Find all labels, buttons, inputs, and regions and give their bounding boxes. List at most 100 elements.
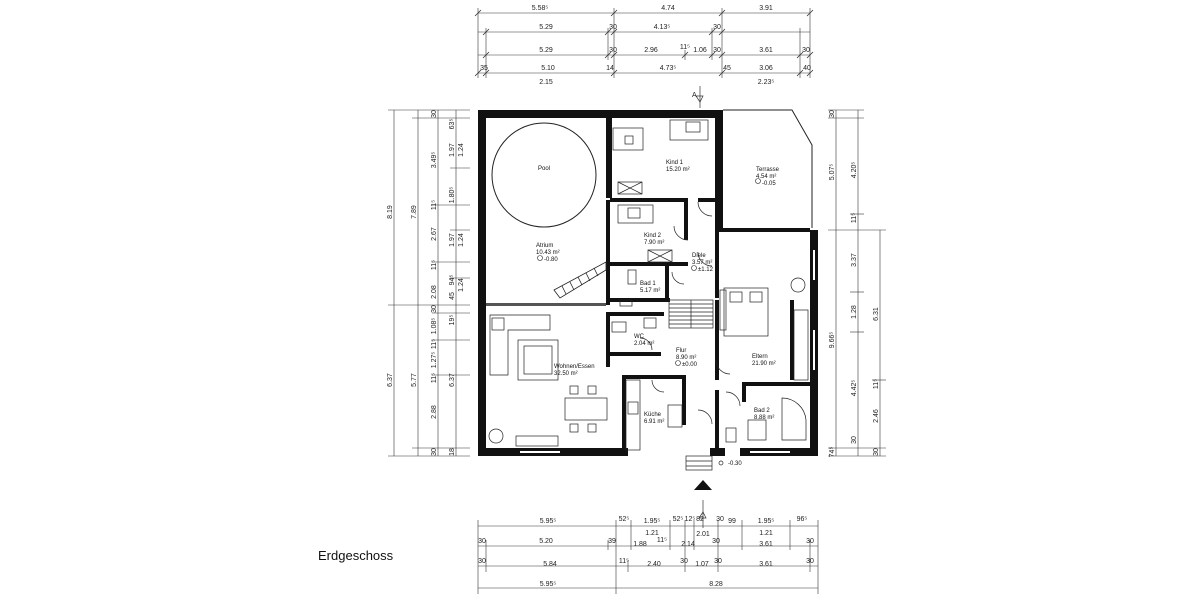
- dim-label: 40: [803, 65, 811, 72]
- dim-label: 11⁵: [619, 558, 629, 565]
- dim-label: 30: [609, 47, 617, 54]
- dim-label: 74⁵: [829, 447, 836, 458]
- dim-label: 30: [806, 558, 814, 565]
- dim-label: 3.61: [759, 541, 773, 548]
- floor-caption: Erdgeschoss: [318, 548, 394, 563]
- dim-label: 4.42⁵: [851, 380, 858, 397]
- dim-label: 30: [478, 558, 486, 565]
- dim-label: 30: [716, 516, 724, 523]
- dim-label: 5.58⁵: [532, 5, 549, 12]
- room-flur-name: Flur: [676, 348, 686, 354]
- dim-label: 2.96: [644, 47, 658, 54]
- windows: [520, 250, 815, 453]
- room-terrasse-name: Terrasse: [756, 167, 780, 173]
- dim-label: 11⁵: [431, 339, 438, 349]
- dim-label: 6.31: [873, 307, 880, 321]
- dim-label: 1.21: [645, 530, 659, 537]
- dim-label: 52⁵: [619, 516, 630, 523]
- dim-label: 3.61: [759, 561, 773, 568]
- dim-label: 8.28: [709, 581, 723, 588]
- dim-label: 1.97: [449, 143, 456, 157]
- room-terrasse-level: -0.05: [762, 181, 776, 187]
- dim-label: 30: [802, 47, 810, 54]
- terrace: [723, 109, 813, 228]
- dim-label: 1.24: [458, 233, 465, 247]
- dim-label: 11⁵: [431, 200, 438, 210]
- dim-label: 45: [723, 65, 731, 72]
- dim-label: 1.27⁵: [431, 352, 438, 369]
- room-eltern-name: Eltern: [752, 354, 768, 360]
- dim-label: 8.19: [387, 205, 394, 219]
- dim-label: 1.24: [458, 278, 465, 292]
- dim-label: 5.20: [539, 538, 553, 545]
- dim-label: 99: [728, 518, 736, 525]
- room-kind2-name: Kind 2: [644, 233, 662, 239]
- dim-label: 39: [608, 538, 616, 545]
- dim-label: 2.15: [539, 79, 553, 86]
- dim-label: 30: [712, 538, 720, 545]
- furniture: [488, 119, 809, 451]
- dim-label: 5.77: [411, 373, 418, 387]
- dim-label: 52⁵: [673, 516, 684, 523]
- dim-label: 2.23⁵: [758, 79, 775, 86]
- dim-label: 3.37: [851, 253, 858, 267]
- dim-label: 4.73⁵: [660, 65, 677, 72]
- dim-label: 14: [606, 65, 614, 72]
- top-dimension-labels: 5.58⁵ 4.74 3.91 5.29 30 4.13⁵ 30 5.29 30…: [480, 5, 811, 86]
- dim-label: 30: [431, 110, 438, 118]
- right-dimension-chains: [828, 109, 886, 457]
- top-dimension-ticks: [474, 9, 814, 77]
- dim-label: 30: [609, 24, 617, 31]
- dim-label: 2.46: [873, 409, 880, 423]
- room-diele-name: Diele: [692, 253, 706, 259]
- dim-label: 1.24: [458, 143, 465, 157]
- doors: [639, 201, 741, 425]
- room-kind1-name: Kind 1: [666, 160, 684, 166]
- dim-label: 5.95⁵: [540, 518, 557, 525]
- room-atrium-name: Atrium: [536, 243, 553, 249]
- entrance-level: -0.30: [728, 461, 742, 467]
- room-wc-area: 2.04 m²: [634, 341, 654, 347]
- dim-label: 1.07: [695, 561, 709, 568]
- dim-label: 3.06: [759, 65, 773, 72]
- dim-label: 18: [449, 448, 456, 456]
- room-flur-level: ±0.00: [682, 362, 698, 368]
- room-diele-level: ±1.12: [698, 267, 714, 273]
- room-wohnen-area: 32.50 m²: [554, 371, 578, 377]
- dim-label: 2.01: [696, 531, 710, 538]
- dim-label: 4.74: [661, 5, 675, 12]
- room-wohnen-name: Wohnen/Essen: [554, 364, 595, 370]
- room-atrium-area: 10.43 m²: [536, 250, 560, 256]
- room-terrasse-area: 4.54 m²: [756, 174, 776, 180]
- dim-label: 2.67: [431, 227, 438, 241]
- room-atrium-level: -0.80: [544, 257, 558, 263]
- dim-label: 30: [714, 558, 722, 565]
- left-dimension-chains: [388, 109, 470, 457]
- room-bad2-name: Bad 2: [754, 408, 770, 414]
- dim-label: 1.95⁵: [644, 518, 661, 525]
- dim-label: 11⁵: [431, 260, 438, 270]
- dim-label: 30: [806, 538, 814, 545]
- dim-label: 1.21: [759, 530, 773, 537]
- dim-label: 11⁵: [657, 537, 667, 544]
- dim-label: 63⁵: [449, 119, 456, 130]
- dim-label: 11⁵: [680, 44, 690, 51]
- dim-label: 9.66⁵: [829, 332, 836, 349]
- dim-label: 5.84: [543, 561, 557, 568]
- dim-label: 1.88: [633, 541, 647, 548]
- right-dimension-labels: 30 5.07⁵ 9.66⁵ 74⁵ 4.20⁵ 11⁵ 3.37 1.28 4…: [829, 110, 880, 457]
- atrium-stairs: [553, 261, 607, 299]
- dim-label: 35: [480, 65, 488, 72]
- section-marker-top: [695, 86, 704, 108]
- dim-label: 30: [431, 305, 438, 313]
- dim-label: 30: [713, 47, 721, 54]
- dim-label: 45: [449, 292, 456, 300]
- room-wc-name: WC: [634, 334, 645, 340]
- room-flur-area: 8.90 m²: [676, 355, 696, 361]
- dim-label: 6.37: [449, 373, 456, 387]
- level-markers: [537, 178, 761, 366]
- pool-circle: [491, 122, 597, 228]
- dim-label: 11⁵: [873, 379, 880, 389]
- dim-label: 1.06: [693, 47, 707, 54]
